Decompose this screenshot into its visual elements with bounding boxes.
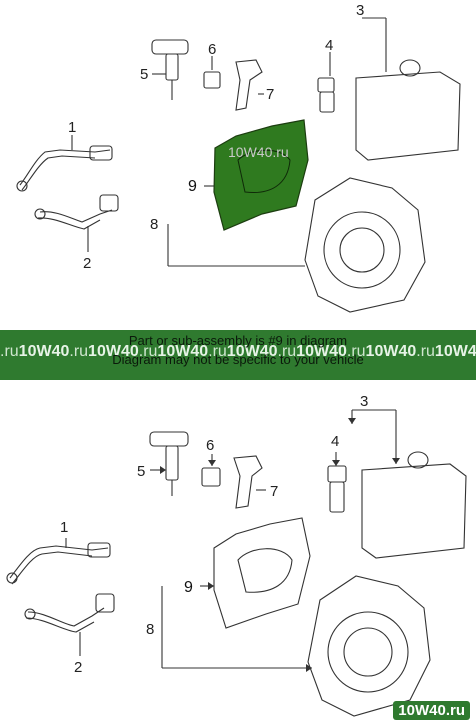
watermark-brand: 10W40 (18, 343, 70, 360)
watermark-brand: 10W40 (296, 343, 347, 360)
watermark-tld: .ru (0, 343, 19, 360)
part-5-sensor (151, 39, 189, 55)
callout-7: 7 (270, 483, 278, 500)
part-8-pump (307, 575, 431, 717)
callout-4: 4 (331, 433, 339, 450)
part-1-hose (19, 149, 111, 186)
watermark-tld: .ru (277, 343, 297, 360)
watermark-tld: .ru (208, 343, 227, 360)
callout-9: 9 (188, 178, 197, 195)
callout-5: 5 (137, 463, 145, 480)
part-9-gasket (213, 517, 311, 629)
watermark-tld: .ru (346, 343, 366, 360)
info-banner: .ru10W40.ru10W40.ru10W40.ru10W40.ru10W40… (0, 330, 476, 380)
watermark-brand: 10W40 (157, 343, 209, 360)
watermark-strip: .ru10W40.ru10W40.ru10W40.ru10W40.ru10W40… (0, 343, 476, 361)
callout-2: 2 (74, 659, 82, 676)
watermark-brand: 10W40 (226, 343, 278, 360)
part-7-bracket (235, 59, 263, 111)
callout-7: 7 (266, 86, 274, 103)
watermark-brand: 10W40 (365, 343, 417, 360)
bottom-diagram: 1 2 3 4 5 6 7 8 9 10W40.ru (0, 380, 476, 728)
callout-8: 8 (146, 621, 154, 638)
watermark-bottom: 10W40.ru (393, 701, 470, 720)
callout-3: 3 (356, 2, 364, 19)
banner-message-line2: Diagram may not be specific to your vehi… (112, 352, 364, 367)
top-diagram: 1 2 3 4 5 6 7 8 9 10W40.ru (0, 0, 476, 330)
callout-1: 1 (60, 519, 68, 536)
watermark-tld: .ru (416, 343, 435, 360)
part-1-hose (9, 545, 109, 579)
part-5-sensor (149, 431, 189, 447)
part-3-reservoir (355, 71, 461, 161)
watermark-brand: 10W40 (434, 343, 476, 360)
part-7-bracket (233, 455, 263, 509)
callout-5: 5 (140, 66, 148, 83)
part-4-valve (317, 77, 335, 93)
bottom-diagram-svg: 1 2 3 4 5 6 7 8 9 (6, 393, 467, 717)
callout-3: 3 (360, 393, 368, 410)
watermark-brand: 10W40 (88, 343, 139, 360)
callout-8: 8 (150, 216, 158, 233)
callout-4: 4 (325, 37, 333, 54)
callout-2: 2 (83, 255, 91, 272)
part-6-connector (201, 467, 221, 487)
part-3-reservoir (361, 463, 467, 559)
top-diagram-svg: 1 2 3 4 5 6 7 8 9 (16, 2, 461, 313)
callout-1: 1 (68, 119, 76, 136)
part-6-connector (203, 71, 221, 89)
part-2-hose (39, 209, 113, 223)
part-4-valve (327, 465, 347, 483)
watermark-tld: .ru (69, 343, 89, 360)
watermark-top: 10W40.ru (228, 144, 289, 160)
part-9-gasket-highlighted (213, 119, 309, 231)
watermark-tld: .ru (138, 343, 158, 360)
banner-message-line1: Part or sub-assembly is #9 in diagram (128, 333, 348, 348)
callout-6: 6 (206, 437, 214, 454)
callout-6: 6 (208, 41, 216, 58)
part-8-pump (304, 177, 426, 313)
part-9-gasket-inner-outline (237, 149, 291, 194)
callout-9: 9 (184, 579, 193, 596)
